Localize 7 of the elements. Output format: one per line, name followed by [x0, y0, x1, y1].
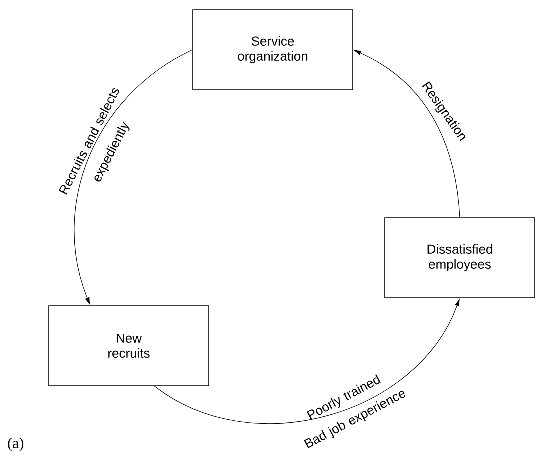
arrow	[74, 50, 193, 305]
arrow	[154, 299, 460, 424]
arrow	[354, 50, 460, 218]
process-box: Service organization	[192, 10, 354, 90]
panel-label: (a)	[8, 438, 24, 452]
process-box: Dissatisfied employees	[384, 218, 536, 298]
process-box: New recruits	[48, 306, 210, 386]
